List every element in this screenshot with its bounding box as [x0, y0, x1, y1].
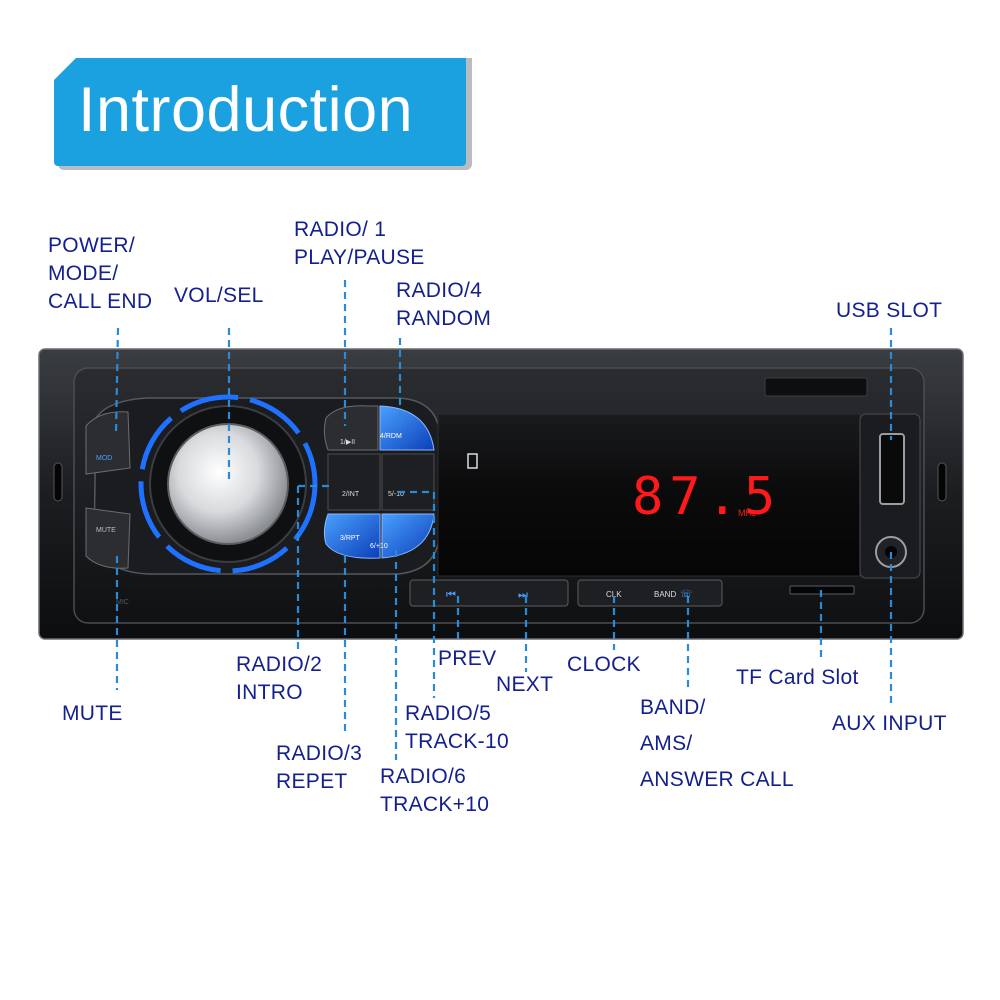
phone-answer-icon: ☏ [680, 589, 693, 600]
button-3-label: 3/RPT [340, 535, 361, 542]
button-2-label: 2/INT [342, 491, 360, 498]
button-2[interactable] [327, 453, 381, 511]
mic-label: MIC [116, 599, 129, 606]
button-1-label: 1/▶II [340, 439, 355, 446]
label-usb-slot: USB SLOT [836, 299, 943, 322]
page-title: Introduction [78, 75, 414, 145]
label-radio6: RADIO/6 TRACK+10 [380, 765, 490, 816]
aux-input-hole [885, 546, 897, 558]
clk-band-bar [577, 579, 723, 607]
lcd-display [437, 413, 861, 577]
button-1[interactable] [323, 405, 379, 451]
ir-receiver-icon [467, 453, 478, 469]
label-clock: CLOCK [567, 653, 641, 676]
button-5-label: 5/-10 [388, 491, 404, 498]
label-radio4: RADIO/4 RANDOM [396, 279, 492, 330]
label-radio2: RADIO/2 INTRO [236, 653, 323, 704]
frequency-unit: MHz [738, 508, 757, 518]
prev-next-bar [409, 579, 569, 607]
label-radio3: RADIO/3 REPET [276, 742, 363, 793]
label-tf-card: TF Card Slot [736, 666, 859, 689]
top-slot [764, 377, 868, 397]
label-radio5: RADIO/5 TRACK-10 [405, 702, 509, 753]
mute-button-label: MUTE [96, 527, 116, 534]
vol-sel-knob[interactable] [167, 423, 289, 545]
label-band-ams: BAND/ AMS/ ANSWER CALL [640, 696, 794, 791]
mode-button[interactable] [85, 411, 131, 475]
usb-slot[interactable] [879, 433, 905, 505]
banner-fold [54, 58, 76, 80]
label-power-mode: POWER/ MODE/ CALL END [48, 234, 153, 313]
button-3[interactable] [323, 513, 381, 559]
label-mute: MUTE [62, 702, 123, 725]
left-side-slot [53, 462, 63, 502]
mode-button-label: MOD [96, 455, 112, 462]
car-radio-device: MOD MUTE MIC 1/▶II 4/RDM 2/INT 5/-10 3/R… [38, 348, 964, 640]
title-banner [54, 58, 466, 166]
frequency-readout: 87.5 [632, 467, 781, 527]
tf-card-slot[interactable] [789, 585, 855, 595]
button-6-label: 6/+10 [370, 543, 388, 550]
next-button[interactable]: ⏭ [518, 588, 528, 601]
label-vol-sel: VOL/SEL [174, 284, 264, 307]
right-side-slot [937, 462, 947, 502]
label-prev: PREV [438, 647, 497, 670]
label-radio1: RADIO/ 1 PLAY/PAUSE [294, 218, 425, 269]
clock-button[interactable]: CLK [606, 590, 622, 599]
button-5[interactable] [381, 453, 435, 511]
mute-button[interactable] [85, 507, 131, 569]
prev-button[interactable]: ⏮ [446, 588, 456, 601]
label-aux-input: AUX INPUT [832, 712, 947, 735]
button-4[interactable] [379, 405, 435, 451]
label-next: NEXT [496, 673, 554, 696]
band-button[interactable]: BAND [654, 590, 676, 599]
button-4-label: 4/RDM [380, 433, 402, 440]
